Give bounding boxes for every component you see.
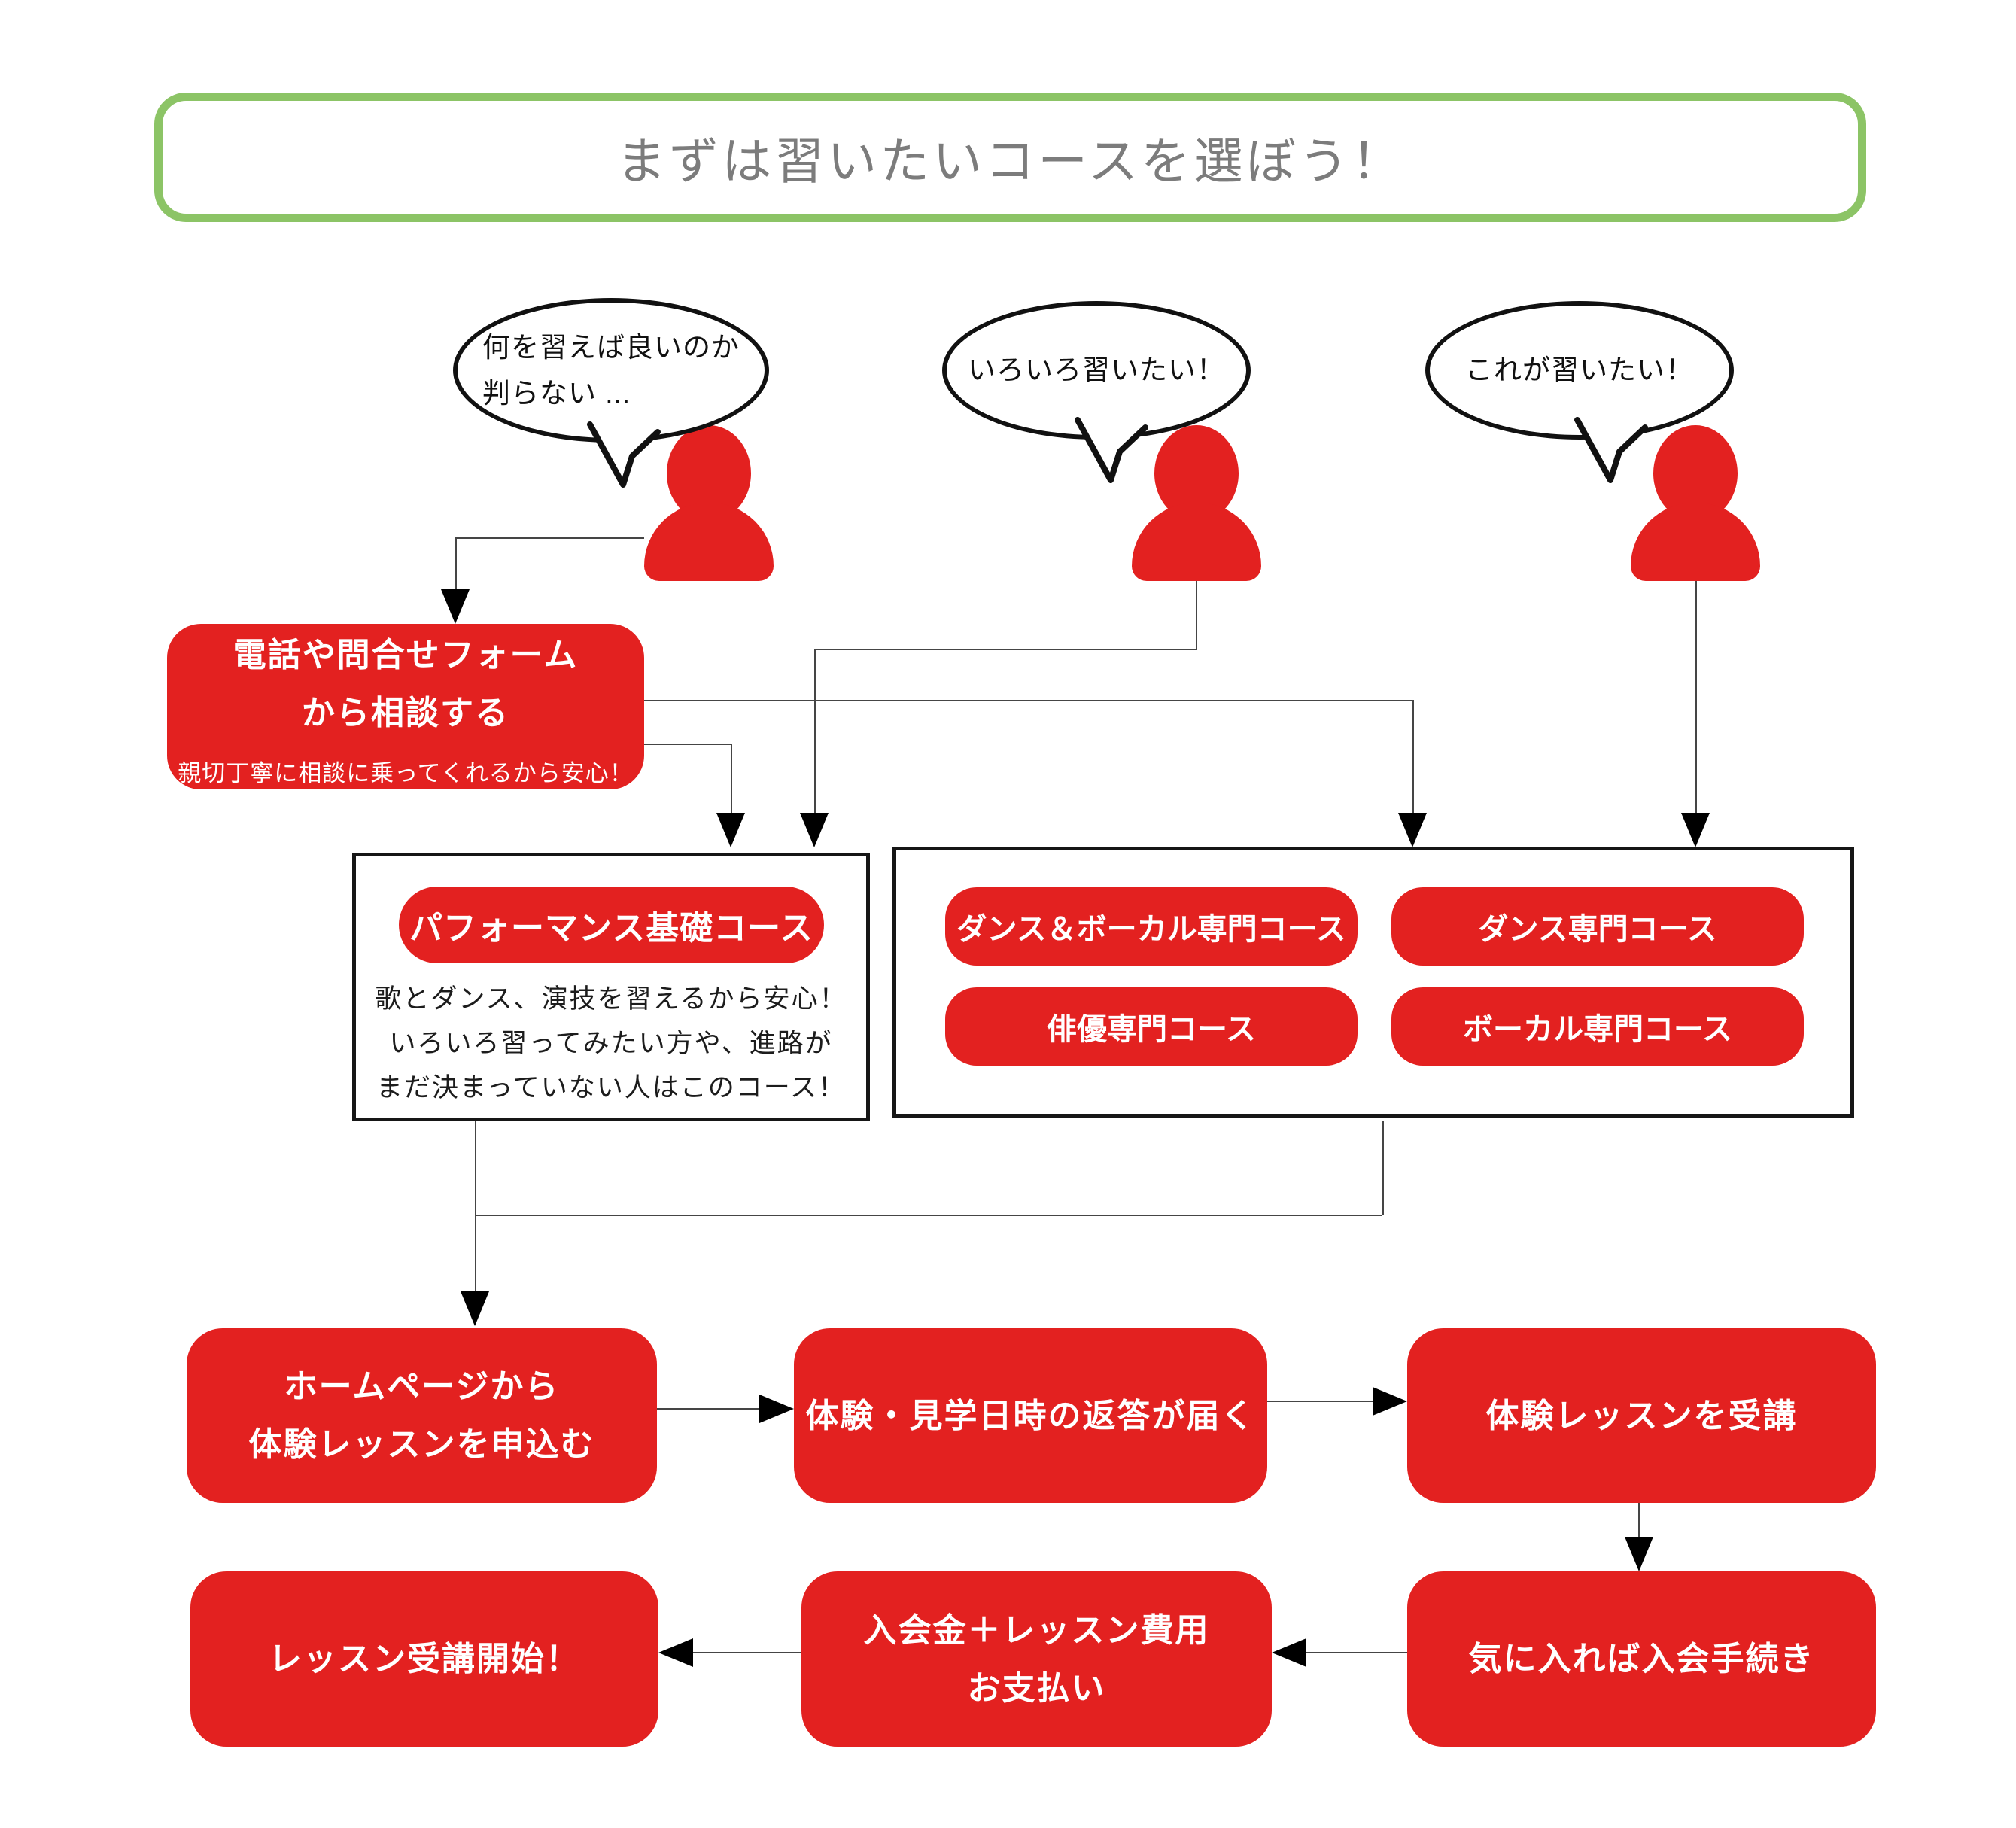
step-line: ホームページから	[284, 1368, 560, 1405]
connector-line	[1695, 581, 1697, 813]
vocal-course-button[interactable]: ボーカル専門コース	[1391, 987, 1804, 1066]
consult-title: 電話や問合せフォーム から相談する	[233, 626, 579, 742]
speech-tail-icon	[1574, 417, 1648, 483]
dance-course-button[interactable]: ダンス専門コース	[1391, 887, 1804, 966]
connector-line	[644, 744, 731, 745]
connector-line	[1412, 700, 1414, 813]
speech-bubble-text: これが習いたい！	[1465, 347, 1694, 393]
bubble-line: これが習いたい！	[1465, 354, 1694, 386]
arrow-down-icon	[1681, 813, 1710, 847]
step-procedure-text: 気に入れば入会手続き	[1468, 1641, 1815, 1677]
step-payment-box: 入会金＋レッスン費用 お支払い	[801, 1571, 1272, 1747]
connector-line	[644, 700, 1412, 701]
step-reply-text: 体験・見学日時の返答が届く	[805, 1397, 1256, 1434]
consult-note: 親切丁寧に相談に乗ってくれるから安心！	[178, 759, 634, 786]
speech-bubble-text: いろいろ習いたい！	[968, 347, 1225, 393]
arrow-down-icon	[716, 813, 745, 847]
bubble-line: 判らない ...	[482, 378, 631, 409]
person-body-icon	[644, 503, 774, 581]
actor-course-button[interactable]: 俳優専門コース	[945, 987, 1358, 1066]
bubble-line: いろいろ習いたい！	[968, 354, 1225, 386]
step-procedure-box: 気に入れば入会手続き	[1407, 1571, 1876, 1747]
step-reply-box: 体験・見学日時の返答が届く	[794, 1328, 1267, 1503]
description-line: 歌とダンス、演技を習えるから安心！	[375, 984, 847, 1014]
description-line: まだ決まっていない人はこのコース！	[376, 1073, 847, 1103]
basic-course-button[interactable]: パフォーマンス基礎コース	[399, 887, 824, 963]
title-banner: まずは習いたいコースを選ぼう！	[154, 93, 1866, 222]
speech-bubble-decided: これが習いたい！	[1425, 301, 1734, 440]
step-start-text: レッスン受講開始！	[269, 1641, 580, 1677]
person-body-icon	[1631, 503, 1760, 581]
speech-bubble-text: 何を習えば良いのか 判らない ...	[482, 324, 740, 416]
connector-line	[455, 537, 457, 590]
connector-line	[1638, 1503, 1640, 1539]
step-apply-box: ホームページから 体験レッスンを申込む	[187, 1328, 657, 1503]
description-line: いろいろ習ってみたい方や、進路が	[389, 1029, 833, 1058]
arrow-down-icon	[1398, 813, 1427, 847]
consult-step-box: 電話や問合せフォーム から相談する 親切丁寧に相談に乗ってくれるから安心！	[167, 624, 644, 789]
connector-line	[731, 744, 732, 813]
arrow-down-icon	[461, 1291, 489, 1326]
consult-title-line: 電話や問合せフォーム	[233, 636, 579, 674]
consult-title-line: から相談する	[302, 694, 509, 732]
connector-line	[814, 649, 1197, 650]
speech-tail-icon	[1075, 417, 1148, 483]
arrow-down-icon	[441, 589, 470, 624]
connector-line	[814, 649, 816, 813]
arrow-right-icon	[1373, 1387, 1407, 1416]
arrow-right-icon	[759, 1395, 794, 1423]
speech-bubble-various: いろいろ習いたい！	[942, 301, 1251, 440]
speech-tail-icon	[587, 421, 661, 488]
connector-line	[657, 1408, 762, 1410]
connector-line	[1196, 581, 1197, 649]
person-body-icon	[1132, 503, 1261, 581]
step-line: 入会金＋レッスン費用	[863, 1611, 1210, 1649]
basic-course-description: 歌とダンス、演技を習えるから安心！ いろいろ習ってみたい方や、進路が まだ決まっ…	[356, 977, 866, 1110]
bubble-line: 何を習えば良いのか	[482, 331, 740, 363]
connector-line	[475, 1121, 476, 1215]
connector-line	[692, 1652, 801, 1653]
step-apply-text: ホームページから 体験レッスンを申込む	[249, 1358, 595, 1474]
step-start-box: レッスン受講開始！	[190, 1571, 658, 1747]
arrow-left-icon	[1272, 1638, 1306, 1667]
step-payment-text: 入会金＋レッスン費用 お支払い	[864, 1601, 1210, 1717]
speech-bubble-undecided: 何を習えば良いのか 判らない ...	[453, 298, 769, 443]
step-attend-box: 体験レッスンを受講	[1407, 1328, 1876, 1503]
basic-course-frame: パフォーマンス基礎コース 歌とダンス、演技を習えるから安心！ いろいろ習ってみた…	[352, 853, 870, 1121]
arrow-down-icon	[800, 813, 829, 847]
step-line: お支払い	[967, 1669, 1106, 1707]
arrow-down-icon	[1625, 1537, 1653, 1571]
connector-line	[455, 537, 644, 539]
connector-line	[475, 1215, 476, 1291]
connector-line	[1382, 1121, 1384, 1215]
connector-line	[1305, 1652, 1407, 1653]
step-attend-text: 体験レッスンを受講	[1485, 1397, 1798, 1434]
page-title: まずは習いたいコースを選ぼう！	[616, 133, 1404, 189]
step-line: 体験レッスンを申込む	[248, 1426, 595, 1463]
connector-line	[475, 1215, 1382, 1216]
connector-line	[1267, 1401, 1376, 1402]
arrow-left-icon	[658, 1638, 693, 1667]
dance-vocal-course-button[interactable]: ダンス＆ボーカル専門コース	[945, 887, 1358, 966]
special-courses-frame: ダンス＆ボーカル専門コース ダンス専門コース 俳優専門コース ボーカル専門コース	[892, 847, 1854, 1118]
